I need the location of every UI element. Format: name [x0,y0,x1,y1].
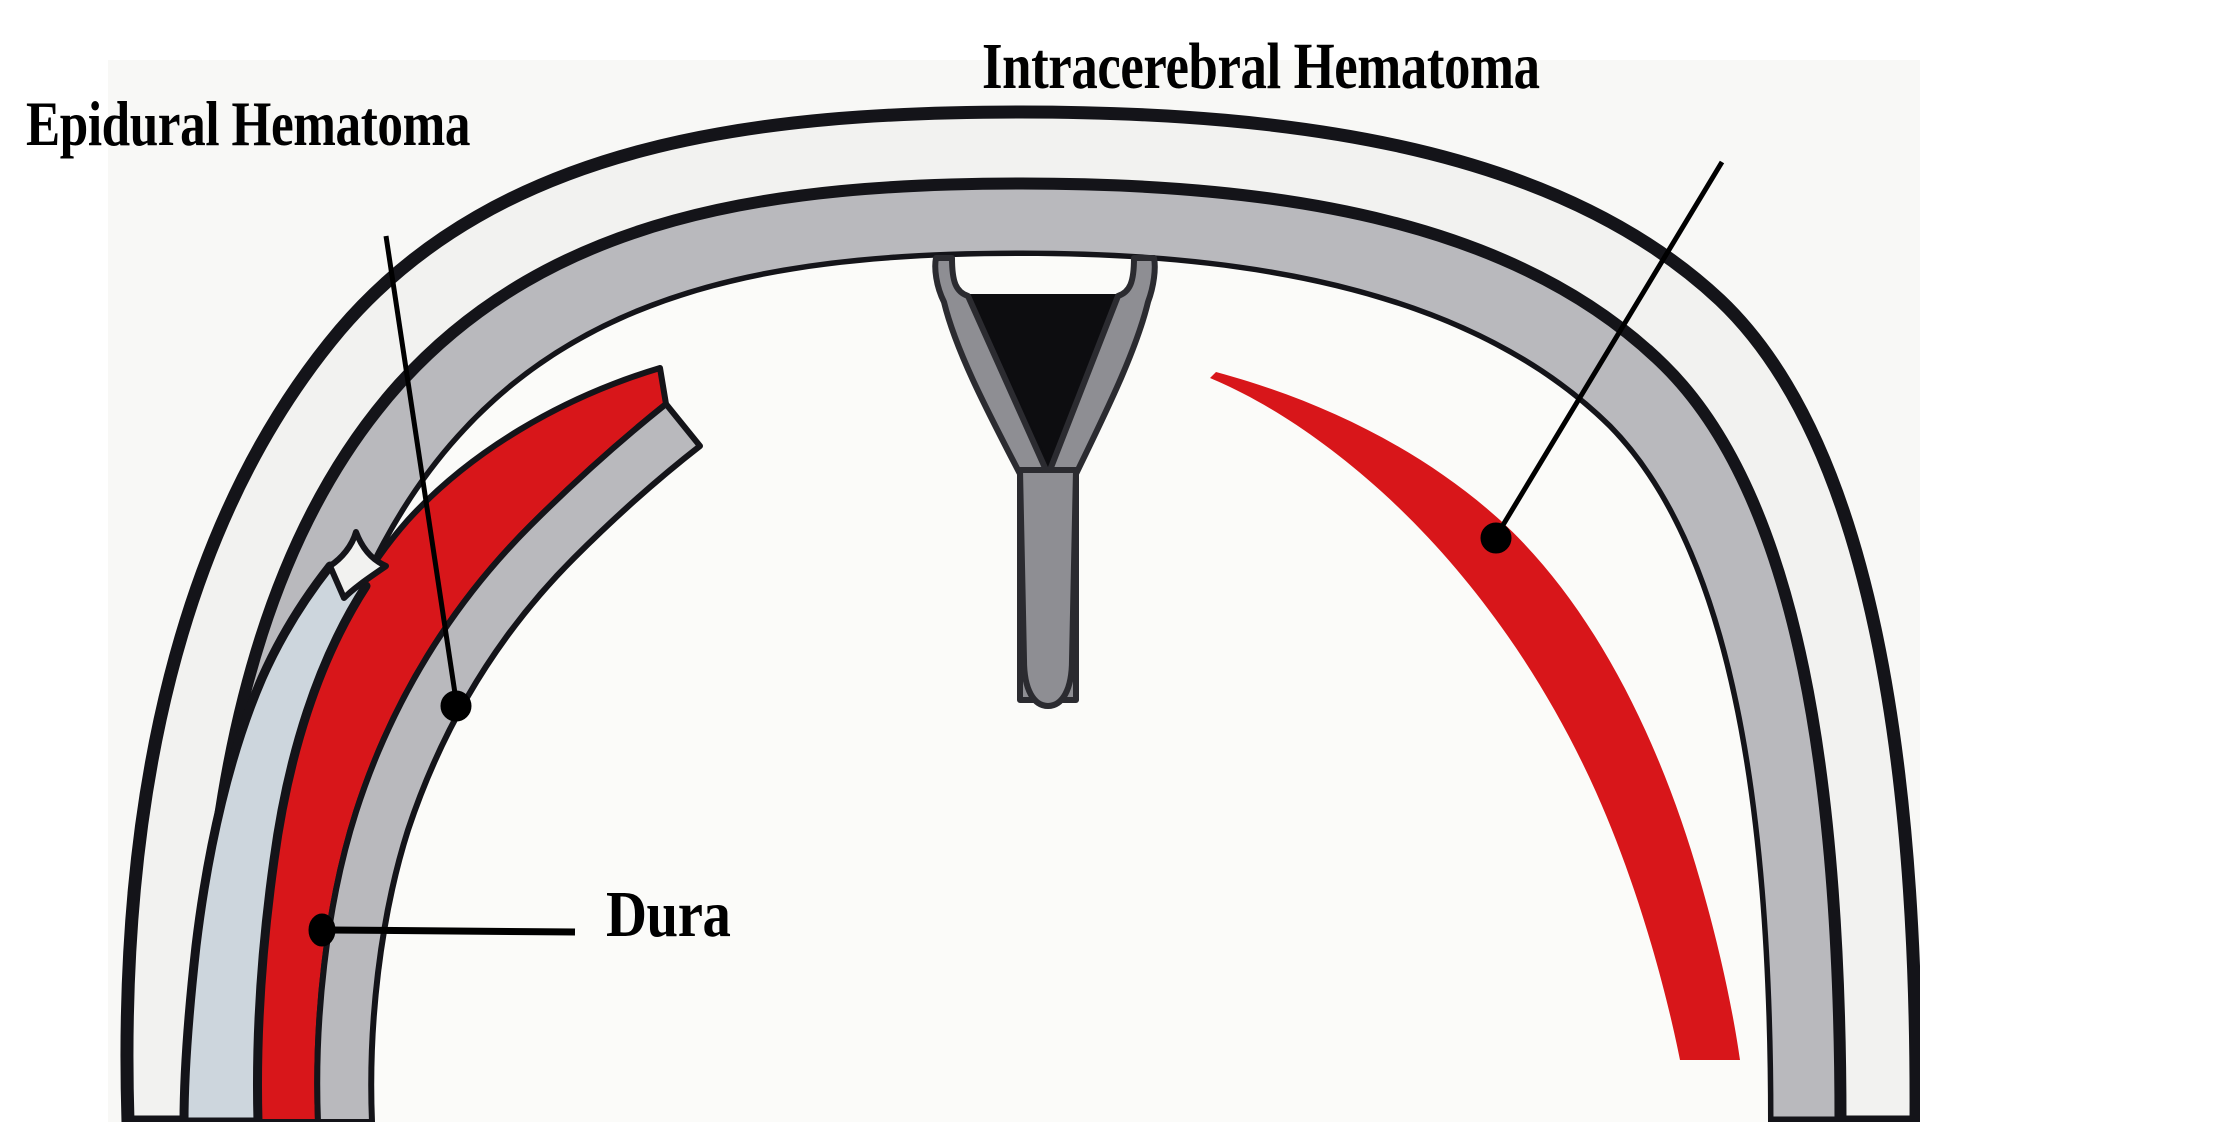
epidural-leader-dot [440,690,472,722]
epidural-leader-line [383,235,459,701]
falx-cerebri [1017,467,1079,709]
intracerebral-leader-dot [1480,522,1512,554]
label-dura: Dura [606,878,731,951]
intracerebral-leader-line [1497,160,1725,532]
dura-detached-flap [179,561,371,1122]
label-intracerebral-hematoma: Intracerebral Hematoma [982,30,1540,103]
dura-leader-dot [308,913,336,947]
dura-displaced-left [314,401,703,1122]
label-epidural-hematoma: Epidural Hematoma [26,88,471,159]
intracerebral-hematoma [1210,372,1740,1060]
callout-leaders [308,160,1725,947]
dura-separation-notch [327,529,389,601]
dura-leader-line [329,926,576,936]
